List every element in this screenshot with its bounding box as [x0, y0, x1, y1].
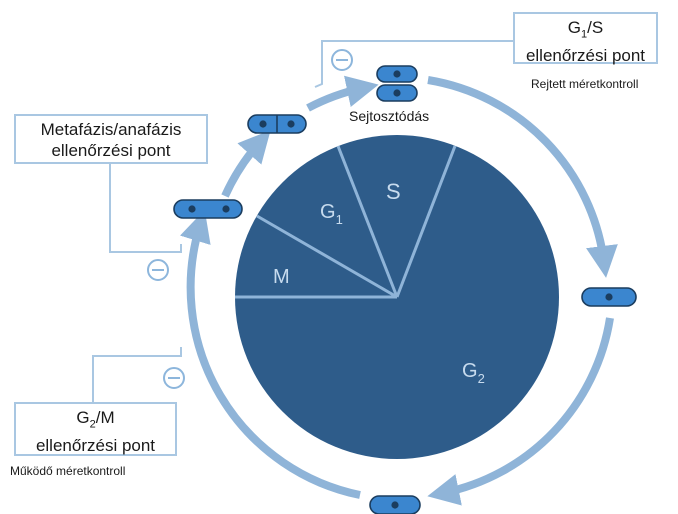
checkpoint-g1s-subtitle: ellenőrzési pont — [525, 46, 646, 66]
phase-label-g1: G1 — [320, 201, 343, 227]
divider-s-g1 — [336, 145, 399, 298]
checkpoint-g1s-title: G1/S — [567, 18, 604, 41]
cell-icon — [581, 287, 637, 307]
arrow-top-right — [427, 76, 618, 278]
arrow-right-bottom — [427, 317, 614, 506]
phase-label-g2: G2 — [462, 360, 485, 386]
minus-inhibition-icon — [147, 259, 169, 281]
caption-cell-division: Sejtosztódás — [349, 108, 430, 124]
arrow-left-upper — [221, 130, 271, 198]
checkpoint-connectors — [92, 40, 513, 402]
minus-inhibition-icon — [331, 49, 353, 71]
checkpoint-g2m-title: G2/M — [76, 408, 115, 431]
cell-cycle-pie: G1 S M G2 — [235, 135, 559, 459]
arrow-upper-top — [306, 75, 379, 112]
minus-inhibition-icon — [163, 367, 185, 389]
divider-g1-m — [256, 214, 398, 299]
cell-icon — [369, 495, 421, 514]
cell-icon — [173, 199, 243, 219]
caption-active-size-control: Működő méretkontroll — [10, 464, 126, 478]
checkpoint-g2m-subtitle: ellenőrzési pont — [35, 436, 156, 456]
checkpoint-box-g2m: G2/M ellenőrzési pont — [14, 402, 177, 456]
divider-g2-s — [395, 145, 457, 298]
cycle-arrows — [180, 75, 618, 506]
caption-hidden-size-control: Rejtett méretkontroll — [531, 77, 639, 91]
phase-label-s: S — [386, 179, 401, 204]
checkpoint-box-g1s: G1/S ellenőrzési pont — [513, 12, 658, 66]
arrow-bottom-left — [180, 209, 361, 499]
checkpoint-metaphase-subtitle: ellenőrzési pont — [51, 141, 171, 160]
dividing-cell-icon — [247, 114, 307, 134]
checkpoint-metaphase-title: Metafázis/anafázis — [40, 120, 182, 139]
checkpoint-box-metaphase: Metafázis/anafázis ellenőrzési pont — [14, 114, 208, 164]
phase-label-m: M — [273, 266, 290, 288]
dividing-cell-icon — [376, 65, 418, 102]
